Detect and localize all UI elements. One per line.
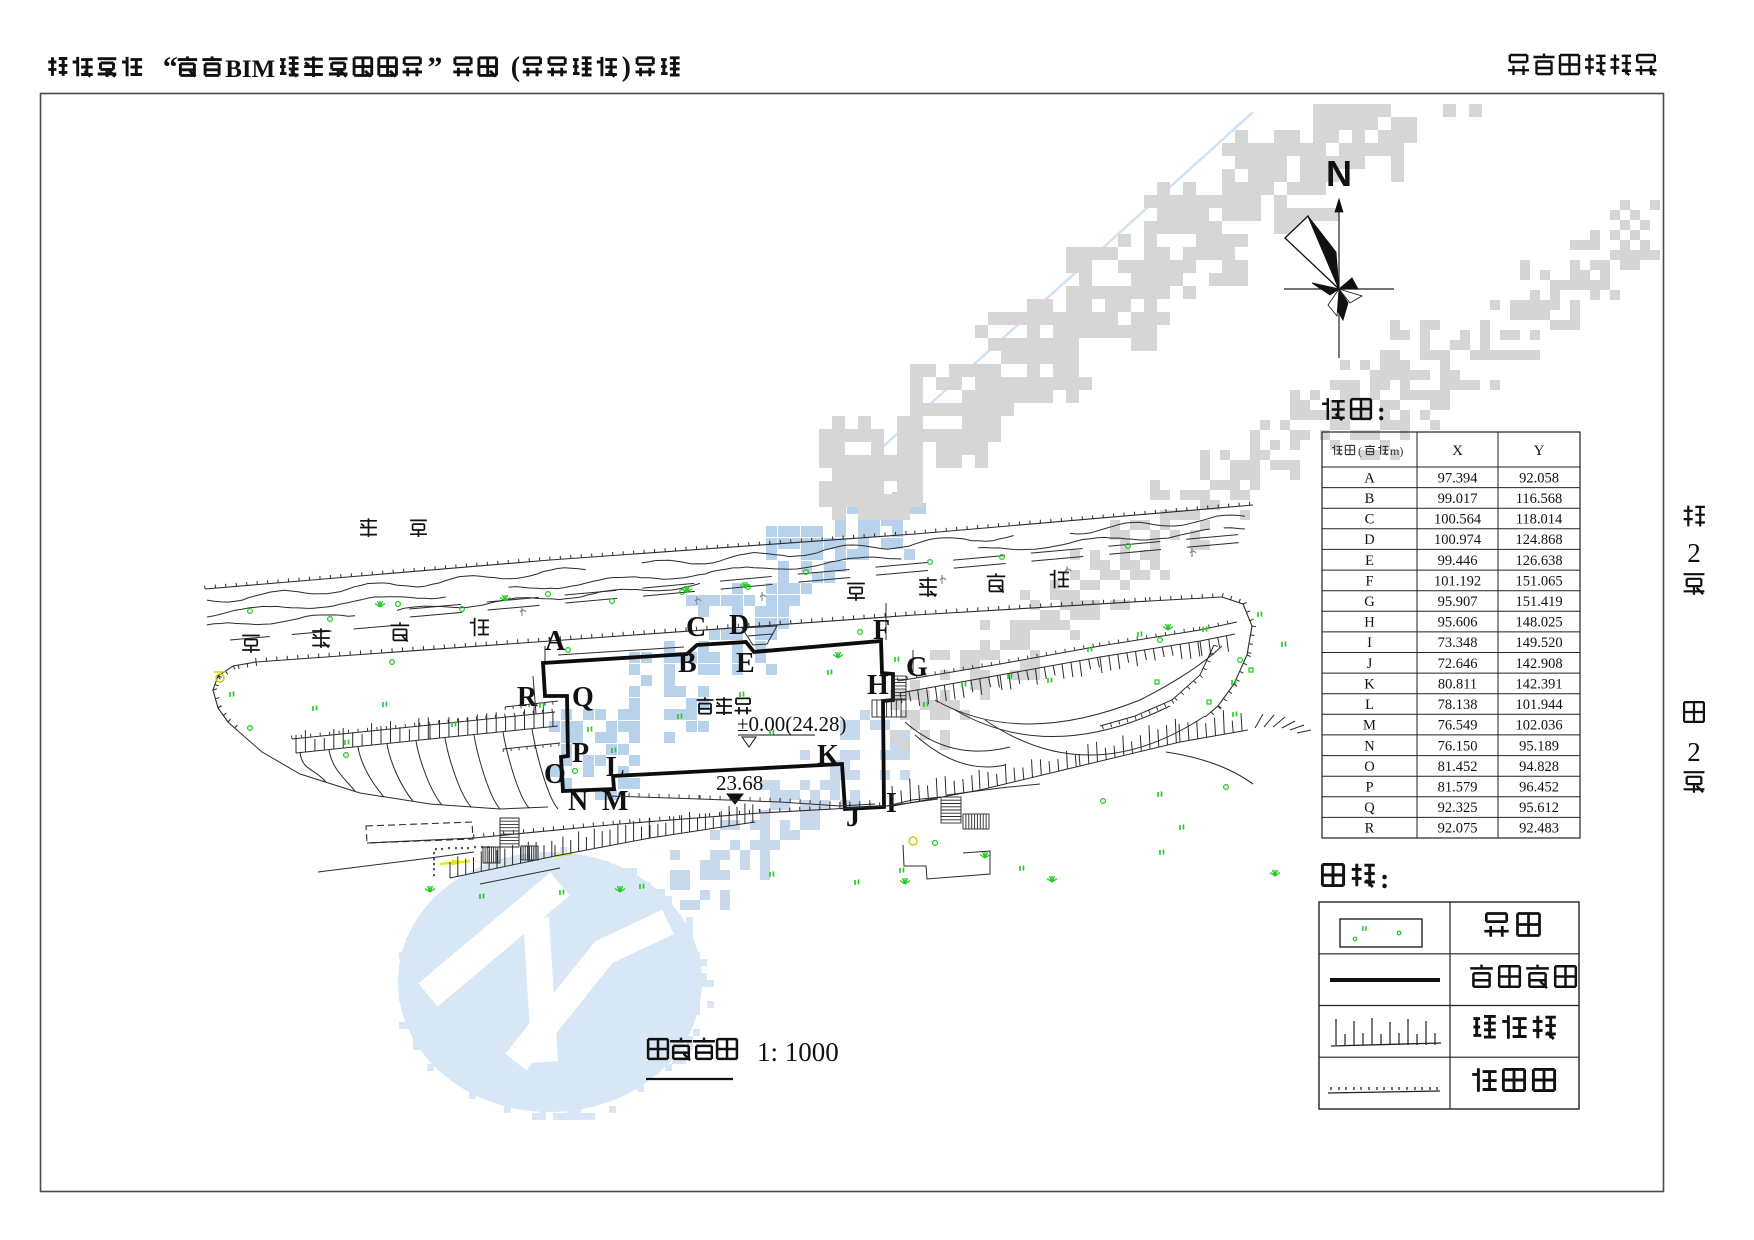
svg-text:101.192: 101.192 bbox=[1434, 573, 1481, 589]
svg-text:92.325: 92.325 bbox=[1438, 800, 1478, 816]
svg-text::: : bbox=[1380, 864, 1389, 895]
svg-text:81.452: 81.452 bbox=[1438, 759, 1478, 775]
svg-text:Y: Y bbox=[1534, 443, 1545, 459]
svg-text:97.394: 97.394 bbox=[1438, 470, 1479, 486]
svg-text:76.549: 76.549 bbox=[1438, 718, 1478, 734]
svg-text:O: O bbox=[544, 759, 566, 790]
svg-text:B: B bbox=[1365, 491, 1375, 507]
svg-text::: : bbox=[1377, 397, 1386, 426]
svg-text:G: G bbox=[906, 652, 928, 683]
svg-text:100.564: 100.564 bbox=[1434, 512, 1482, 528]
svg-text:): ) bbox=[622, 52, 631, 83]
svg-text:2: 2 bbox=[1687, 538, 1701, 568]
svg-text:G: G bbox=[1364, 594, 1375, 610]
svg-text:Q: Q bbox=[1364, 800, 1375, 816]
svg-text:BIM: BIM bbox=[225, 56, 275, 83]
svg-text:2: 2 bbox=[1687, 737, 1701, 767]
svg-text:E: E bbox=[736, 648, 755, 679]
svg-text:(: ( bbox=[1358, 444, 1362, 458]
svg-text:B: B bbox=[678, 648, 697, 679]
svg-text:J: J bbox=[846, 802, 860, 833]
svg-text:124.868: 124.868 bbox=[1515, 532, 1562, 548]
svg-text:151.419: 151.419 bbox=[1515, 594, 1562, 610]
svg-text:151.065: 151.065 bbox=[1515, 573, 1562, 589]
svg-text:95.907: 95.907 bbox=[1438, 594, 1478, 610]
svg-text:A: A bbox=[1364, 470, 1375, 486]
svg-text:I: I bbox=[1367, 635, 1372, 651]
svg-text:X: X bbox=[1452, 443, 1463, 459]
svg-text:J: J bbox=[1367, 656, 1373, 672]
svg-text:1: 1000: 1: 1000 bbox=[757, 1037, 839, 1067]
svg-text:H: H bbox=[1364, 615, 1375, 631]
svg-text:95.612: 95.612 bbox=[1519, 800, 1559, 816]
svg-text:K: K bbox=[817, 740, 839, 771]
svg-text:m): m) bbox=[1390, 444, 1403, 458]
svg-text:K: K bbox=[1364, 676, 1375, 692]
svg-text:73.348: 73.348 bbox=[1438, 635, 1478, 651]
svg-text:M: M bbox=[1363, 718, 1376, 734]
svg-text:F: F bbox=[1365, 573, 1373, 589]
svg-text:100.974: 100.974 bbox=[1434, 532, 1482, 548]
svg-text:142.391: 142.391 bbox=[1515, 676, 1562, 692]
svg-text:”: ” bbox=[427, 51, 442, 84]
svg-text:81.579: 81.579 bbox=[1438, 779, 1478, 795]
svg-text:“: “ bbox=[163, 51, 178, 84]
svg-text:95.606: 95.606 bbox=[1438, 615, 1478, 631]
svg-text:C: C bbox=[686, 612, 706, 643]
svg-text:126.638: 126.638 bbox=[1515, 553, 1562, 569]
svg-text:92.483: 92.483 bbox=[1519, 821, 1559, 837]
svg-text:H: H bbox=[867, 670, 889, 701]
svg-text:P: P bbox=[572, 738, 589, 769]
svg-text:P: P bbox=[1365, 779, 1373, 795]
svg-text:A: A bbox=[545, 626, 566, 657]
svg-text:72.646: 72.646 bbox=[1438, 656, 1478, 672]
svg-text:N: N bbox=[568, 786, 588, 817]
svg-text:N: N bbox=[1364, 738, 1375, 754]
svg-text:±0.00(24.28): ±0.00(24.28) bbox=[737, 712, 847, 736]
svg-text:F: F bbox=[873, 615, 890, 646]
svg-text:148.025: 148.025 bbox=[1515, 615, 1562, 631]
svg-text:C: C bbox=[1365, 512, 1375, 528]
svg-text:76.150: 76.150 bbox=[1438, 738, 1478, 754]
svg-text:101.944: 101.944 bbox=[1515, 697, 1563, 713]
svg-text:95.189: 95.189 bbox=[1519, 738, 1559, 754]
svg-text:96.452: 96.452 bbox=[1519, 779, 1559, 795]
svg-text:116.568: 116.568 bbox=[1516, 491, 1563, 507]
svg-text:D: D bbox=[729, 610, 749, 641]
svg-text:94.828: 94.828 bbox=[1519, 759, 1559, 775]
svg-text:142.908: 142.908 bbox=[1515, 656, 1562, 672]
svg-text:D: D bbox=[1364, 532, 1374, 548]
svg-text:99.446: 99.446 bbox=[1438, 553, 1478, 569]
svg-text:99.017: 99.017 bbox=[1438, 491, 1478, 507]
svg-text:78.138: 78.138 bbox=[1438, 697, 1478, 713]
svg-text:O: O bbox=[1364, 759, 1374, 775]
svg-text:80.811: 80.811 bbox=[1438, 676, 1477, 692]
svg-text:23.68: 23.68 bbox=[716, 771, 763, 795]
svg-text:92.075: 92.075 bbox=[1438, 821, 1478, 837]
svg-text:M: M bbox=[602, 786, 628, 817]
svg-text:E: E bbox=[1365, 553, 1374, 569]
svg-text:N: N bbox=[1326, 153, 1352, 194]
svg-text:(: ( bbox=[511, 52, 520, 83]
svg-text:118.014: 118.014 bbox=[1516, 512, 1563, 528]
svg-text:92.058: 92.058 bbox=[1519, 470, 1559, 486]
svg-text:R: R bbox=[1365, 821, 1375, 837]
svg-text:L: L bbox=[1365, 697, 1374, 713]
svg-text:L: L bbox=[606, 752, 625, 783]
svg-text:Q: Q bbox=[572, 682, 594, 713]
svg-text:I: I bbox=[886, 788, 897, 819]
svg-text:102.036: 102.036 bbox=[1515, 718, 1562, 734]
svg-text:149.520: 149.520 bbox=[1515, 635, 1562, 651]
